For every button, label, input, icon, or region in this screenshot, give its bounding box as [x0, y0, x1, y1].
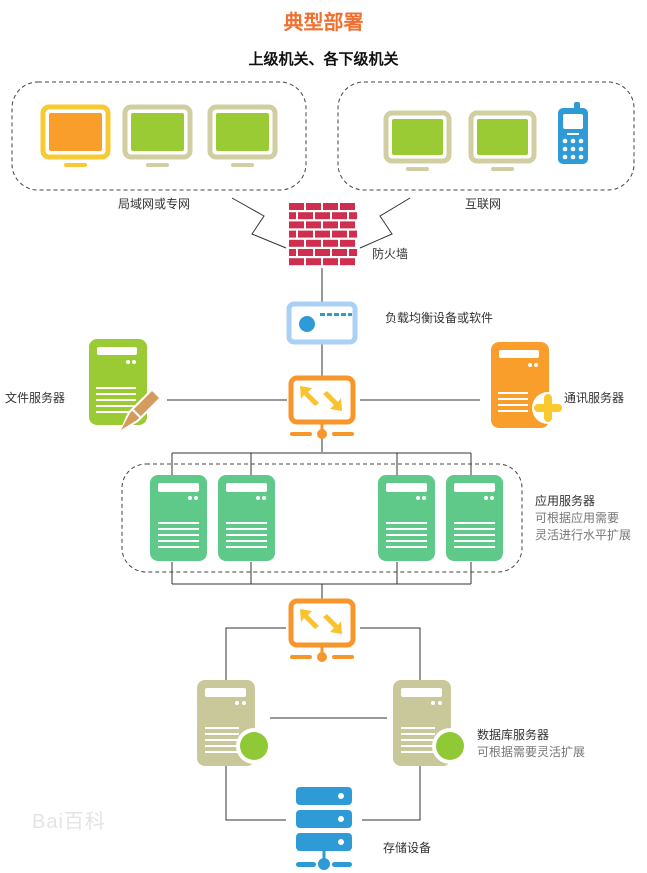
mobile-phone-icon — [558, 102, 588, 164]
db-server-label: 数据库服务器 — [477, 728, 550, 742]
app-server-icon — [150, 475, 207, 561]
app-server-icon — [378, 475, 435, 561]
monitor-icon — [468, 110, 537, 171]
status-badge — [436, 732, 464, 760]
database-server-icon — [197, 680, 272, 766]
monitor-icon — [207, 104, 278, 167]
lan-to-firewall-line — [231, 197, 287, 249]
switch-icon — [288, 375, 356, 439]
file-server-icon — [89, 339, 162, 433]
load-balancer-label: 负载均衡设备或软件 — [385, 311, 494, 325]
lan-group-box — [11, 81, 307, 191]
database-server-icon — [393, 680, 468, 766]
comm-server-label: 通讯服务器 — [564, 391, 625, 405]
status-badge — [240, 732, 268, 760]
db-right-to-storage-line — [362, 765, 421, 821]
app-server-group-box — [121, 463, 523, 573]
app-server-note-line2: 灵活进行水平扩展 — [535, 528, 632, 542]
app-server-icon — [218, 475, 275, 561]
firewall-icon — [289, 203, 357, 266]
lan-group-label: 局域网或专网 — [118, 197, 191, 211]
app-server-label: 应用服务器 — [535, 494, 596, 508]
switch2-to-db-right-line — [360, 627, 421, 682]
switch-icon — [288, 598, 356, 662]
load-balancer-icon — [286, 301, 358, 345]
db-left-to-storage-line — [225, 765, 286, 821]
db-server-note: 可根据需要灵活扩展 — [477, 745, 586, 759]
baidu-watermark: Bai百科 — [32, 811, 106, 833]
internet-to-firewall-line — [359, 197, 411, 249]
switch2-to-db-left-line — [225, 627, 286, 682]
pencil-icon — [119, 388, 162, 433]
monitor-icon — [122, 104, 193, 167]
monitor-icon — [383, 110, 452, 171]
comm-server-icon — [491, 342, 564, 428]
connector-lines — [167, 197, 480, 821]
internet-group-box — [337, 81, 635, 191]
plus-icon — [532, 392, 564, 424]
file-server-label: 文件服务器 — [5, 391, 66, 405]
storage-icon — [296, 787, 352, 870]
firewall-label: 防火墙 — [372, 247, 409, 261]
diagram-title: 典型部署 — [283, 10, 364, 34]
app-server-note-line1: 可根据应用需要 — [535, 511, 620, 525]
app-server-icon — [446, 475, 503, 561]
monitor-icon — [40, 104, 111, 167]
internet-group-label: 互联网 — [465, 197, 502, 211]
storage-label: 存储设备 — [383, 841, 432, 855]
diagram-subtitle: 上级机关、各下级机关 — [248, 50, 399, 68]
